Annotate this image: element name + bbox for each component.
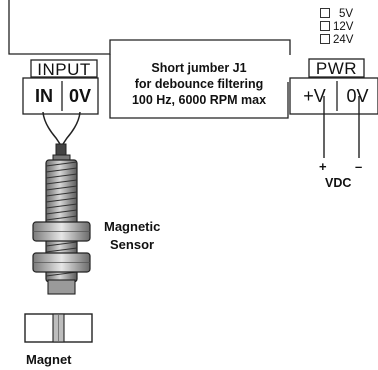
- pwr-header-box: [308, 58, 365, 78]
- input-header-box: [30, 59, 98, 78]
- jumper-note-line-2: for debounce filtering: [134, 77, 264, 91]
- input-header: INPUT: [37, 60, 91, 79]
- voltage-12v-checkbox[interactable]: [320, 21, 330, 31]
- sensor-wire-in: [42, 111, 61, 145]
- sensor-label-line-2: Sensor: [110, 237, 155, 252]
- voltage-12v-label: 12V: [333, 21, 354, 33]
- voltage-option-12v[interactable]: 12V: [320, 21, 353, 33]
- voltage-5v-checkbox[interactable]: [320, 8, 330, 18]
- jumper-note: Short jumber J1 for debounce filtering 1…: [113, 60, 285, 108]
- sensor-label-line-1: Magnetic: [104, 219, 161, 234]
- sensor-wire-0v: [62, 111, 81, 145]
- input-terminal-in: IN: [35, 86, 53, 106]
- input-terminal-0v: 0V: [68, 86, 92, 106]
- sensor-tip: [47, 279, 76, 295]
- vdc-label: VDC: [325, 176, 352, 190]
- voltage-option-5v[interactable]: 5V: [320, 8, 353, 20]
- voltage-option-24v[interactable]: 24V: [320, 34, 353, 46]
- jumper-note-line-3: 100 Hz, 6000 RPM max: [131, 93, 267, 107]
- pwr-terminal-box: [289, 77, 378, 115]
- input-terminal-box: [22, 77, 99, 115]
- pwr-terminal-0v: 0V: [346, 86, 369, 106]
- board-outline: [8, 0, 291, 55]
- pwr-header: PWR: [315, 59, 358, 78]
- voltage-5v-label: 5V: [339, 8, 354, 20]
- note-box-edge: [109, 54, 289, 119]
- voltage-24v-label: 24V: [333, 34, 354, 46]
- vdc-minus-sign: –: [355, 159, 363, 174]
- pwr-terminal-plus-v: +V: [303, 86, 326, 106]
- magnet-label: Magnet: [26, 352, 72, 367]
- voltage-24v-checkbox[interactable]: [320, 34, 330, 44]
- vdc-plus-sign: +: [319, 159, 327, 174]
- jumper-note-line-1: Short jumber J1: [151, 61, 247, 75]
